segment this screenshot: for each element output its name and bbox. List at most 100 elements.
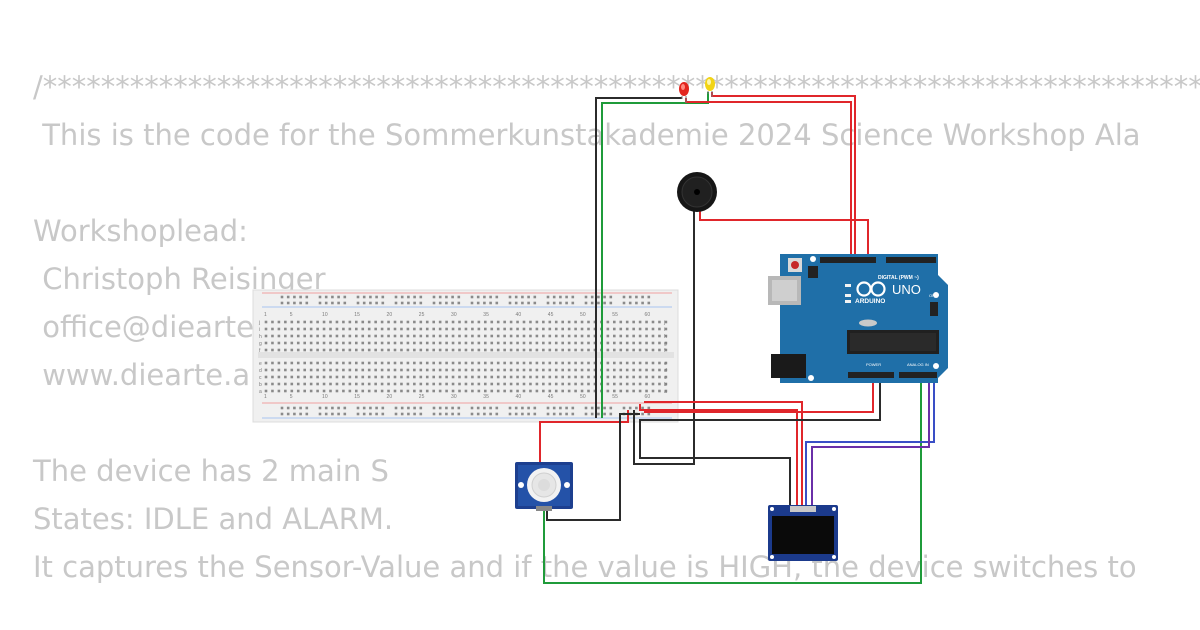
breadboard-hole (419, 348, 423, 352)
breadboard-hole (331, 301, 334, 305)
breadboard-hole (335, 320, 339, 324)
breadboard-hole (606, 368, 610, 372)
breadboard-hole (445, 334, 448, 338)
breadboard-hole (584, 295, 588, 299)
breadboard-hole (567, 334, 571, 338)
breadboard-hole (335, 368, 339, 372)
breadboard-hole (458, 334, 461, 338)
breadboard-hole (335, 389, 339, 393)
breadboard-row-letter: i (259, 327, 260, 333)
breadboard-hole (303, 361, 306, 365)
breadboard-hole (407, 295, 410, 299)
breadboard-hole (406, 389, 410, 393)
breadboard-hole (309, 341, 313, 345)
breadboard-hole (593, 382, 597, 386)
breadboard-hole (387, 361, 390, 365)
breadboard-hole (548, 368, 552, 372)
breadboard-hole (316, 361, 319, 365)
breadboard-hole (286, 301, 290, 305)
breadboard-hole (580, 320, 584, 324)
breadboard-hole (355, 361, 358, 365)
breadboard-hole (580, 361, 584, 365)
breadboard-hole (508, 412, 512, 416)
breadboard-hole (393, 320, 397, 324)
breadboard-hole (606, 348, 610, 352)
breadboard-hole (464, 327, 468, 331)
breadboard-hole (361, 361, 365, 365)
breadboard-hole (489, 406, 492, 410)
breadboard-hole (394, 301, 398, 305)
breadboard-hole (503, 334, 506, 338)
breadboard-hole (419, 301, 423, 305)
breadboard-hole (647, 412, 651, 416)
breadboard-hole (619, 327, 623, 331)
arduino-model-label: UNO (892, 282, 921, 297)
breadboard-hole (342, 327, 345, 331)
breadboard-hole (425, 348, 429, 352)
breadboard-hole (305, 412, 309, 416)
breadboard-hole (635, 301, 638, 305)
breadboard-hole (355, 348, 358, 352)
breadboard-hole (343, 295, 347, 299)
breadboard-hole (284, 334, 287, 338)
breadboard-hole (651, 361, 655, 365)
breadboard-hole (413, 361, 416, 365)
breadboard-hole (658, 382, 661, 386)
breadboard-hole (419, 320, 423, 324)
breadboard-hole (290, 334, 294, 338)
breadboard-hole (380, 320, 384, 324)
breadboard-hole (516, 375, 519, 379)
breadboard-hole (413, 368, 416, 372)
breadboard-hole (438, 375, 442, 379)
breadboard-hole (380, 389, 384, 393)
breadboard-hole (458, 320, 461, 324)
breadboard-hole (496, 348, 500, 352)
breadboard-hole (305, 406, 309, 410)
breadboard-hole (369, 295, 372, 299)
breadboard-hole (406, 334, 410, 338)
breadboard-hole (625, 368, 629, 372)
breadboard-hole (381, 301, 385, 305)
breadboard-hole (355, 382, 358, 386)
breadboard-hole (535, 389, 539, 393)
breadboard-hole (548, 320, 552, 324)
breadboard-hole (335, 361, 339, 365)
breadboard-hole (609, 295, 613, 299)
breadboard-hole (380, 334, 384, 338)
breadboard-hole (367, 361, 371, 365)
breadboard-hole (299, 406, 302, 410)
breadboard-hole (445, 406, 448, 410)
breadboard-hole (522, 334, 526, 338)
breadboard-row-letter: f (259, 348, 261, 354)
breadboard-hole (393, 382, 397, 386)
breadboard-hole (413, 301, 416, 305)
breadboard-hole (613, 389, 616, 393)
breadboard-hole (451, 368, 455, 372)
breadboard-hole (374, 368, 377, 372)
breadboard-hole (641, 295, 644, 299)
breadboard-hole (658, 361, 661, 365)
breadboard-hole (477, 361, 481, 365)
breadboard-hole (445, 320, 448, 324)
breadboard-hole (355, 368, 358, 372)
breadboard-hole (432, 389, 435, 393)
breadboard-hole (609, 301, 613, 305)
breadboard-hole (464, 368, 468, 372)
breadboard-row-letter: b (664, 382, 667, 388)
breadboard-hole (432, 412, 436, 416)
breadboard-hole (264, 368, 268, 372)
breadboard-hole (451, 375, 455, 379)
breadboard-hole (293, 406, 296, 410)
breadboard-hole (645, 375, 648, 379)
breadboard-hole (406, 348, 410, 352)
breadboard-hole (316, 375, 319, 379)
breadboard-hole (628, 406, 632, 410)
breadboard-hole (432, 375, 435, 379)
breadboard-hole (587, 348, 590, 352)
breadboard-hole (425, 375, 429, 379)
breadboard-hole (322, 341, 326, 345)
breadboard-row-letter: i (664, 327, 665, 333)
breadboard-hole (619, 341, 623, 345)
breadboard-hole (529, 361, 532, 365)
breadboard-hole (303, 334, 306, 338)
